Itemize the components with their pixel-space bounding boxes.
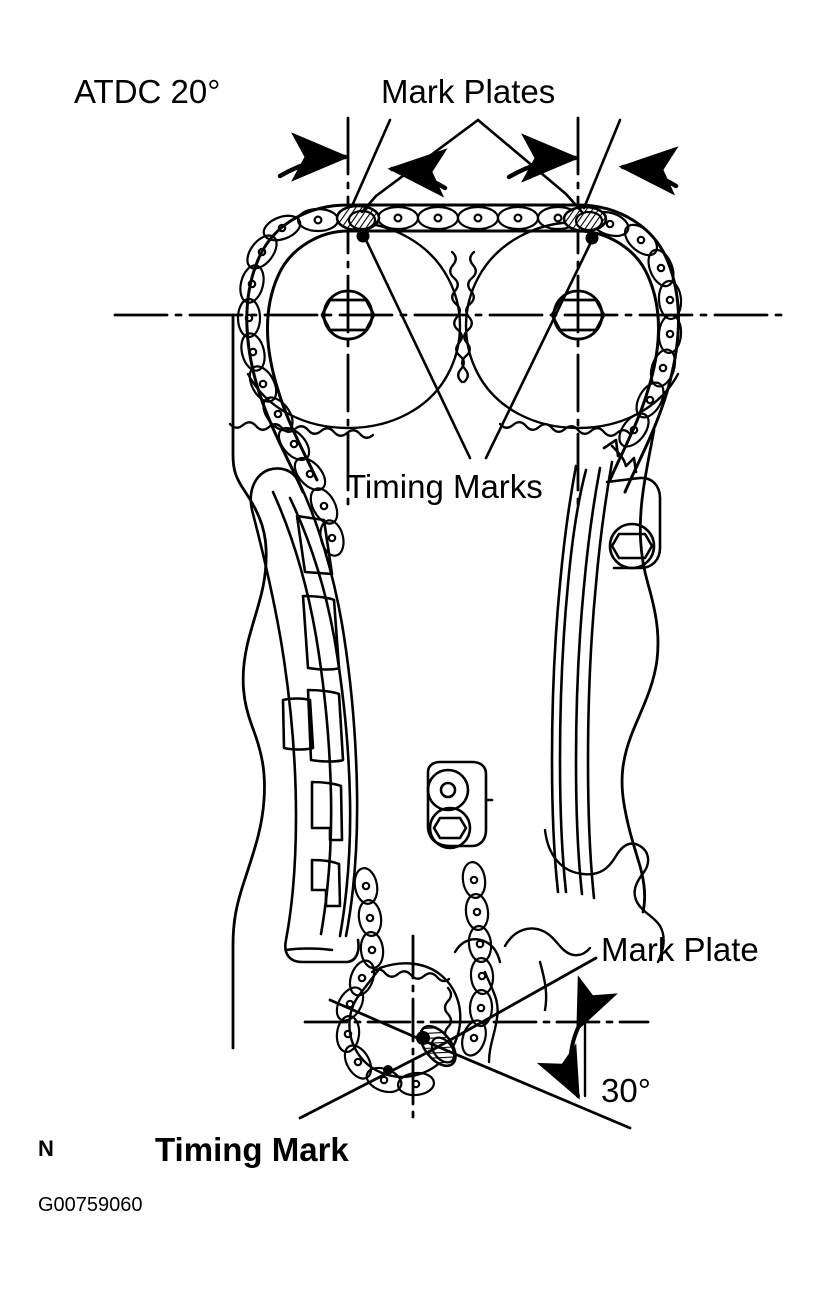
- figure-id-code: G00759060: [38, 1194, 143, 1216]
- label-timing-mark: Timing Mark: [155, 1131, 349, 1168]
- label-timing-marks: Timing Marks: [346, 468, 543, 505]
- label-angle-30: 30°: [601, 1072, 651, 1109]
- leader-mark-plate: [298, 956, 598, 1120]
- rotation-arrows: [277, 132, 679, 198]
- angle-dimension-30: [536, 975, 618, 1100]
- label-mark-plates: Mark Plates: [381, 73, 556, 110]
- chain-rollers-lower-right: [461, 861, 495, 1057]
- label-atdc-angle: ATDC 20°: [74, 73, 221, 110]
- mark-plate-left: [335, 204, 381, 232]
- chain-rollers-lower-left: [309, 487, 436, 1097]
- leader-mark-plates: [350, 118, 622, 214]
- leader-timing-mark: [328, 998, 632, 1130]
- label-mark-plate: Mark Plate: [601, 931, 759, 968]
- north-marker: N: [38, 1136, 54, 1161]
- leader-timing-marks: [363, 236, 594, 460]
- timing-mark-dot-right: [585, 231, 599, 245]
- left-camshaft-sprocket: [228, 220, 465, 439]
- mount-bracket: [426, 760, 494, 850]
- mark-plate-right: [562, 205, 608, 233]
- right-camshaft-sprocket: [461, 220, 680, 437]
- chain-tensioner-right: [550, 438, 662, 900]
- engine-block-outline: [231, 313, 660, 1050]
